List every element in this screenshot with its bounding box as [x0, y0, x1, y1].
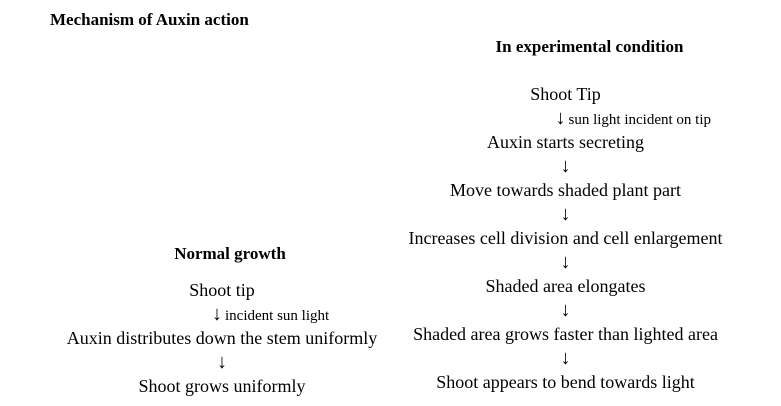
down-arrow-icon: ↓: [212, 303, 222, 325]
flow-step: Shaded area grows faster than lighted ar…: [413, 324, 718, 344]
arrow-annotation: incident sun light: [225, 308, 330, 324]
experimental-condition-flow: In experimental condition Shoot Tip↓sun …: [393, 36, 738, 394]
flow-step: Shaded area elongates: [485, 276, 646, 296]
annotated-arrow-step: ↓incident sun light: [52, 302, 392, 326]
flow-step: Increases cell division and cell enlarge…: [408, 228, 723, 248]
flow-step: Shoot grows uniformly: [138, 376, 306, 396]
down-arrow-icon: ↓: [560, 347, 571, 369]
annotated-arrow: ↓incident sun light: [212, 302, 329, 328]
down-arrow-icon: ↓: [560, 203, 571, 225]
down-arrow-icon: ↓: [555, 107, 566, 129]
down-arrow-icon: ↓: [217, 351, 227, 373]
experimental-flow-heading: In experimental condition: [495, 37, 684, 56]
flow-step: Shoot Tip: [530, 84, 601, 104]
down-arrow-icon: ↓: [560, 155, 571, 177]
annotated-arrow: ↓sun light incident on tip: [556, 106, 712, 132]
flow-step: Shoot appears to bend towards light: [436, 372, 695, 392]
down-arrow-icon: ↓: [560, 299, 571, 321]
arrow-annotation: sun light incident on tip: [568, 112, 712, 128]
diagram-title: Mechanism of Auxin action: [50, 10, 249, 29]
annotated-arrow-step: ↓sun light incident on tip: [393, 106, 738, 130]
down-arrow-icon: ↓: [560, 251, 571, 273]
flow-step: Auxin distributes down the stem uniforml…: [66, 328, 378, 348]
normal-growth-flow: Normal growth Shoot tip↓incident sun lig…: [52, 243, 392, 398]
normal-flow-heading: Normal growth: [174, 244, 286, 263]
flow-step: Move towards shaded plant part: [450, 180, 681, 200]
flow-step: Shoot tip: [189, 280, 255, 300]
flow-step: Auxin starts secreting: [487, 132, 644, 152]
